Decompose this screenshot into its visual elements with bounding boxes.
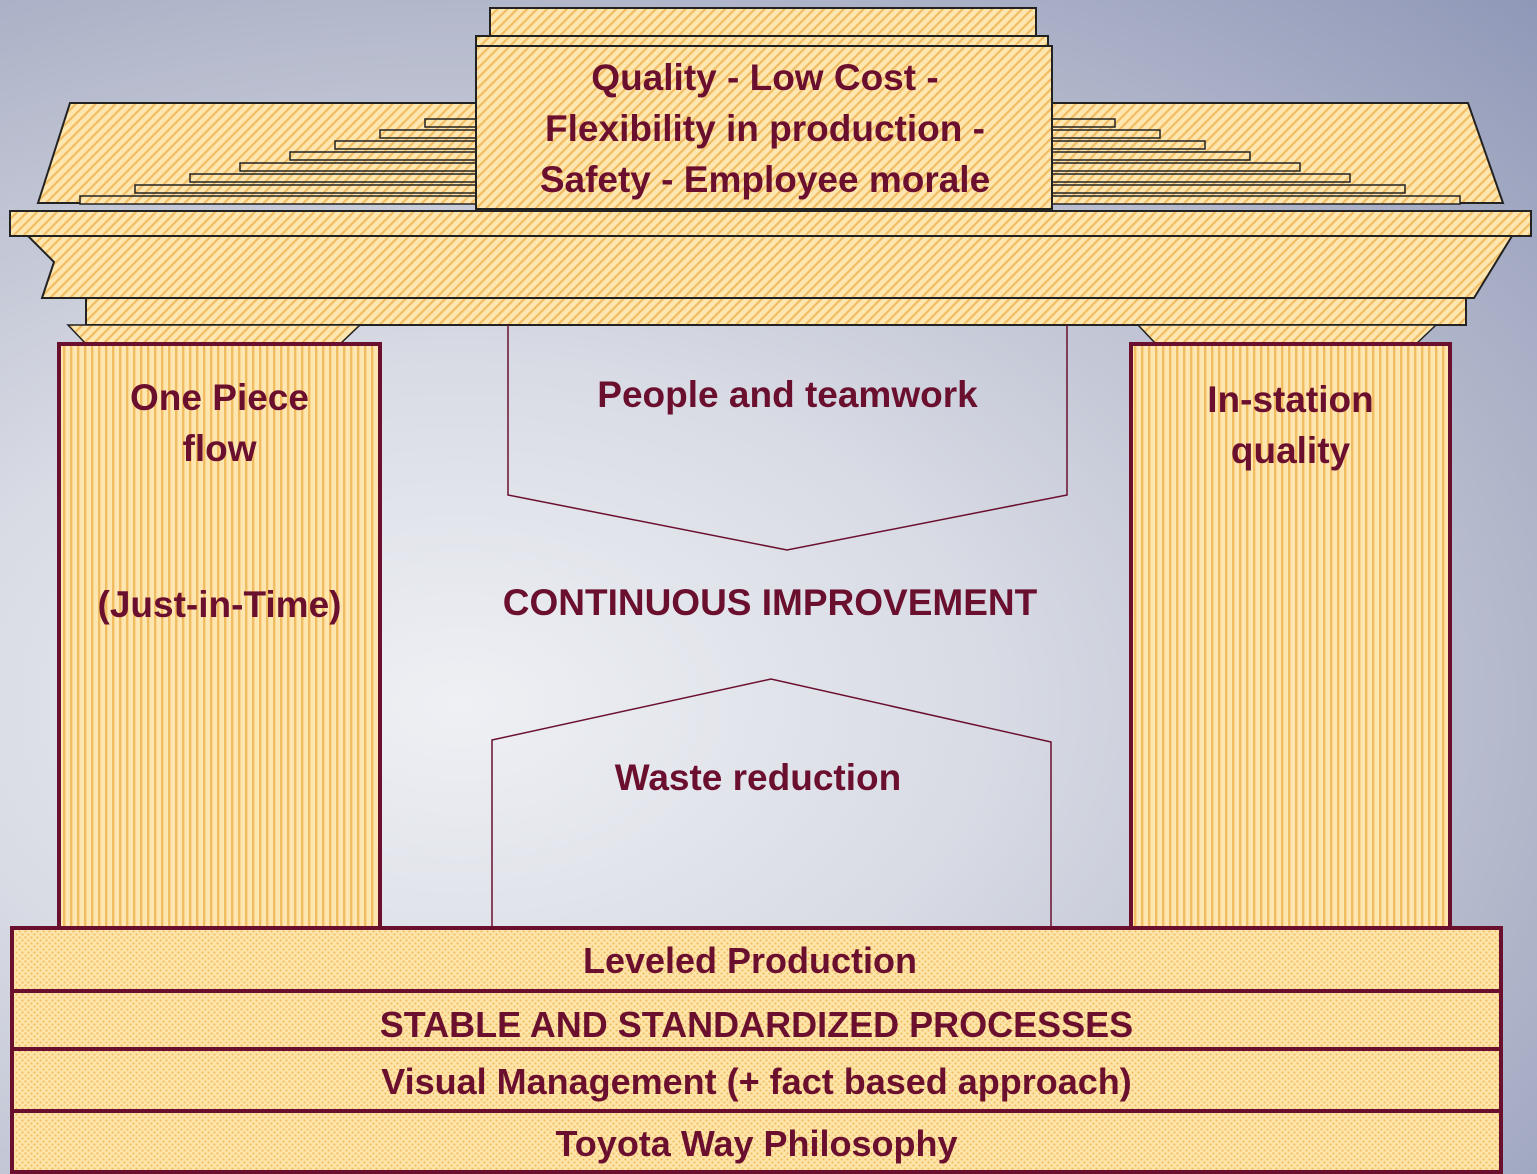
right-pillar-title: In-station quality xyxy=(1131,374,1450,476)
foundation-label-4: Toyota Way Philosophy xyxy=(555,1123,958,1164)
architrave xyxy=(25,235,1514,299)
left-pillar-subtitle: (Just-in-Time) xyxy=(97,584,342,625)
roof-line-1: Quality - Low Cost - xyxy=(591,57,939,98)
architrave-base xyxy=(85,297,1467,326)
foundation-layer-4 xyxy=(10,1109,1503,1174)
roof-crown-ledge xyxy=(475,35,1049,47)
right-pillar xyxy=(1129,342,1452,930)
left-pillar-title: One Piece flow xyxy=(59,372,380,474)
continuous-improvement-label: CONTINUOUS IMPROVEMENT xyxy=(502,582,1038,623)
waste-arrow-shape xyxy=(491,678,1052,928)
foundation-label-2: STABLE AND STANDARDIZED PROCESSES xyxy=(379,1004,1134,1045)
left-pillar xyxy=(57,342,382,930)
people-arrow-shape xyxy=(507,325,1068,551)
cornice-slab xyxy=(9,210,1532,237)
foundation-layer-3 xyxy=(10,1047,1503,1113)
right-pillar-line-1: In-station xyxy=(1207,379,1374,420)
roof-goals: Quality - Low Cost - Flexibility in prod… xyxy=(478,52,1052,205)
waste-reduction-label: Waste reduction xyxy=(614,757,902,798)
foundation-layer-2 xyxy=(10,989,1503,1051)
left-pillar-line-1: One Piece xyxy=(130,377,309,418)
foundation-label-1: Leveled Production xyxy=(582,940,918,981)
foundation-label-3: Visual Management (+ fact based approach… xyxy=(381,1061,1132,1102)
roof-crown-top xyxy=(489,7,1037,37)
left-pillar-line-2: flow xyxy=(182,428,257,469)
roof-line-2: Flexibility in production - xyxy=(545,108,985,149)
right-capital xyxy=(1136,324,1438,345)
people-teamwork-label: People and teamwork xyxy=(597,374,978,415)
roof-line-3: Safety - Employee morale xyxy=(539,159,991,200)
foundation-layer-1 xyxy=(10,926,1503,993)
roof-center-box xyxy=(475,45,1053,210)
right-pillar-line-2: quality xyxy=(1230,430,1351,471)
left-capital xyxy=(66,324,362,345)
